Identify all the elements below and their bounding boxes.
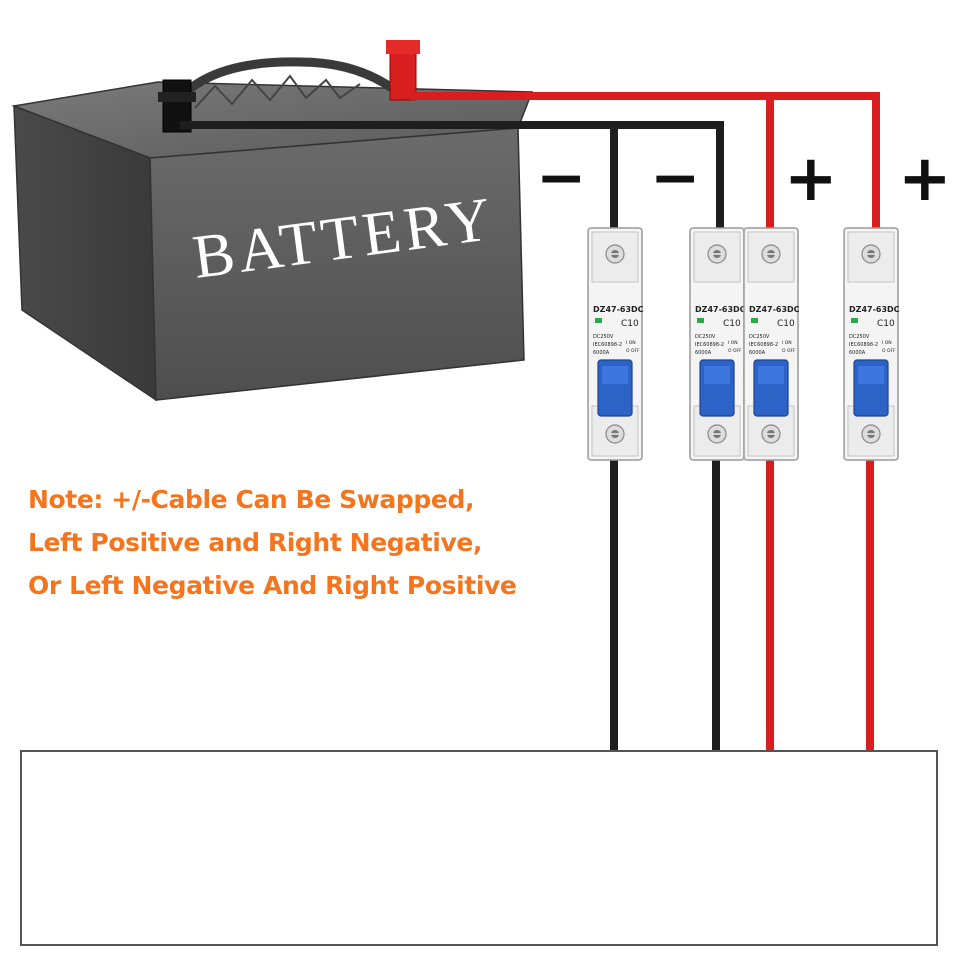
- negative-label: −: [536, 143, 586, 213]
- cables-bottom: [610, 455, 874, 752]
- status-indicator: [595, 318, 602, 323]
- note-line-2: Left Positive and Right Negative,: [28, 528, 482, 557]
- positive-cable: [410, 92, 880, 232]
- breaker-model: DZ47-63DC: [593, 305, 644, 314]
- polarity-labels: − − + +: [536, 142, 952, 216]
- breaker-off-label: O OFF: [882, 348, 896, 354]
- positive-label: +: [784, 142, 838, 216]
- breaker-standard: IEC60898-2: [749, 342, 778, 348]
- positive-label: +: [898, 142, 952, 216]
- breaker-standard: IEC60898-2: [695, 342, 724, 348]
- breaker-model: DZ47-63DC: [749, 305, 800, 314]
- note-line-1: Note: +/-Cable Can Be Swapped,: [28, 485, 475, 514]
- breaker-off-label: O OFF: [728, 348, 742, 354]
- status-indicator: [697, 318, 704, 323]
- breaker-on-label: I ON: [728, 340, 738, 346]
- status-indicator: [751, 318, 758, 323]
- breaker-rating: C10: [621, 319, 639, 329]
- breaker-on-label: I ON: [626, 340, 636, 346]
- breaker-off-label: O OFF: [782, 348, 796, 354]
- devices-panel: [20, 750, 938, 946]
- breaker-rating: C10: [877, 319, 895, 329]
- breaker-model: DZ47-63DC: [695, 305, 746, 314]
- breaker-rating: C10: [723, 319, 741, 329]
- breaker-capacity: 6000A: [695, 350, 712, 356]
- breaker-voltage: DC250V: [695, 334, 716, 340]
- breaker-capacity: 6000A: [749, 350, 766, 356]
- breaker-standard: IEC60898-2: [849, 342, 878, 348]
- negative-cable: [180, 121, 724, 232]
- cables-top: [180, 92, 880, 232]
- swap-note: Note: +/-Cable Can Be Swapped, Left Posi…: [28, 478, 628, 607]
- negative-label: −: [650, 143, 700, 213]
- breaker-voltage: DC250V: [593, 334, 614, 340]
- breaker-capacity: 6000A: [593, 350, 610, 356]
- breaker-on-label: I ON: [882, 340, 892, 346]
- breaker-capacity: 6000A: [849, 350, 866, 356]
- breaker-voltage: DC250V: [749, 334, 770, 340]
- breaker-standard: IEC60898-2: [593, 342, 622, 348]
- breaker-voltage: DC250V: [849, 334, 870, 340]
- status-indicator: [851, 318, 858, 323]
- breaker-off-label: O OFF: [626, 348, 640, 354]
- breaker-on-label: I ON: [782, 340, 792, 346]
- breaker-model: DZ47-63DC: [849, 305, 900, 314]
- note-line-3: Or Left Negative And Right Positive: [28, 571, 517, 600]
- battery: BATTERY: [11, 40, 534, 402]
- breaker-rating: C10: [777, 319, 795, 329]
